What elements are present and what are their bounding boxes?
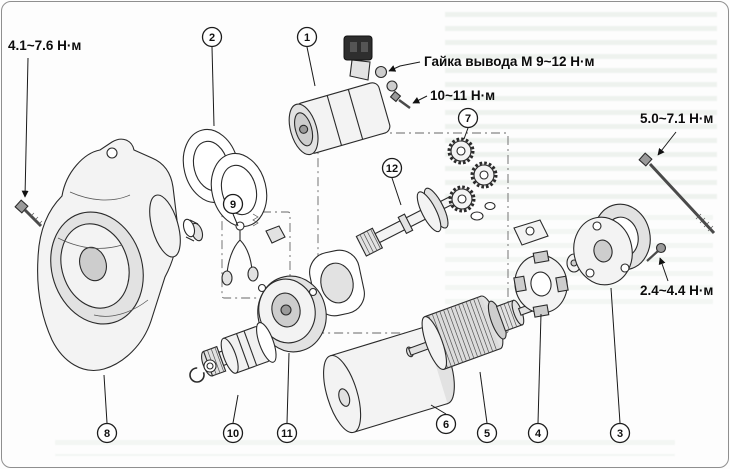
leader-5 xyxy=(479,371,488,424)
leader-1 xyxy=(306,46,316,87)
svg-text:9: 9 xyxy=(230,199,236,211)
leader-3 xyxy=(610,287,621,424)
leader-solenoid-bolt xyxy=(412,95,428,104)
armature xyxy=(406,295,535,371)
overrunning-clutch xyxy=(201,321,277,377)
mounting-bracket xyxy=(513,219,549,246)
svg-text:10: 10 xyxy=(227,428,239,440)
torque-label-solenoid-bolt: 10~11 Н·м xyxy=(430,88,495,103)
leader-8 xyxy=(103,374,108,424)
center-bracket xyxy=(257,275,327,353)
callout-1: 1 xyxy=(296,26,318,48)
svg-text:7: 7 xyxy=(465,113,471,125)
svg-text:2: 2 xyxy=(209,32,215,44)
callout-3: 3 xyxy=(609,422,631,444)
callout-5: 5 xyxy=(476,422,498,444)
callout-2: 2 xyxy=(201,26,223,48)
svg-text:11: 11 xyxy=(281,428,293,440)
leader-6 xyxy=(430,404,447,415)
svg-text:5: 5 xyxy=(484,428,490,440)
leader-12 xyxy=(391,177,402,206)
leader-terminal-nut xyxy=(388,61,421,72)
planetary-gears xyxy=(447,137,498,221)
svg-text:8: 8 xyxy=(104,428,110,440)
torque-label-rear-screw: 2.4~4.4 Н·м xyxy=(640,283,713,298)
callout-11: 11 xyxy=(276,422,298,444)
svg-text:4: 4 xyxy=(535,428,542,440)
callout-6: 6 xyxy=(435,413,457,435)
torque-label-front-bolt: 4.1~7.6 Н·м xyxy=(8,38,81,53)
leader-through-bolt xyxy=(657,131,677,156)
front-bracket-bolt xyxy=(14,199,43,228)
gasket-set xyxy=(182,128,268,228)
leader-7 xyxy=(463,127,469,140)
lever-spring xyxy=(252,213,259,227)
torque-label-through-bolt: 5.0~7.1 Н·м xyxy=(640,111,713,126)
planet-carrier-shaft xyxy=(355,187,457,257)
yoke-housing xyxy=(323,326,455,434)
through-bolt xyxy=(638,152,716,235)
svg-text:12: 12 xyxy=(386,163,398,175)
leader-10 xyxy=(232,394,239,424)
torque-label-terminal-nut: Гайка вывода М 9~12 Н·м xyxy=(424,54,595,69)
end-frame-screw xyxy=(646,242,667,262)
callout-10: 10 xyxy=(222,422,244,444)
callout-9: 9 xyxy=(222,193,244,215)
bushing xyxy=(182,218,204,242)
svg-text:3: 3 xyxy=(617,428,623,440)
snap-ring xyxy=(189,367,205,383)
leader-11 xyxy=(286,352,290,424)
leader-2 xyxy=(211,46,215,127)
svg-text:1: 1 xyxy=(304,32,310,44)
lever-packing xyxy=(265,225,286,244)
front-bracket-housing xyxy=(37,138,181,371)
leader-rear-screw xyxy=(658,257,669,282)
brush-holder xyxy=(513,250,569,318)
svg-text:6: 6 xyxy=(443,419,449,431)
callout-12: 12 xyxy=(381,157,403,179)
terminal-nut xyxy=(374,65,388,79)
leader-front-bolt xyxy=(21,57,29,198)
callout-8: 8 xyxy=(96,422,118,444)
solenoid-magnetic-switch xyxy=(288,35,411,156)
leader-4 xyxy=(537,313,542,424)
callout-4: 4 xyxy=(527,422,549,444)
leader-9 xyxy=(232,213,239,227)
callout-7: 7 xyxy=(457,107,479,129)
solenoid-bolt xyxy=(389,90,411,109)
rear-end-frame xyxy=(573,203,651,286)
shift-lever-fork xyxy=(221,213,286,286)
